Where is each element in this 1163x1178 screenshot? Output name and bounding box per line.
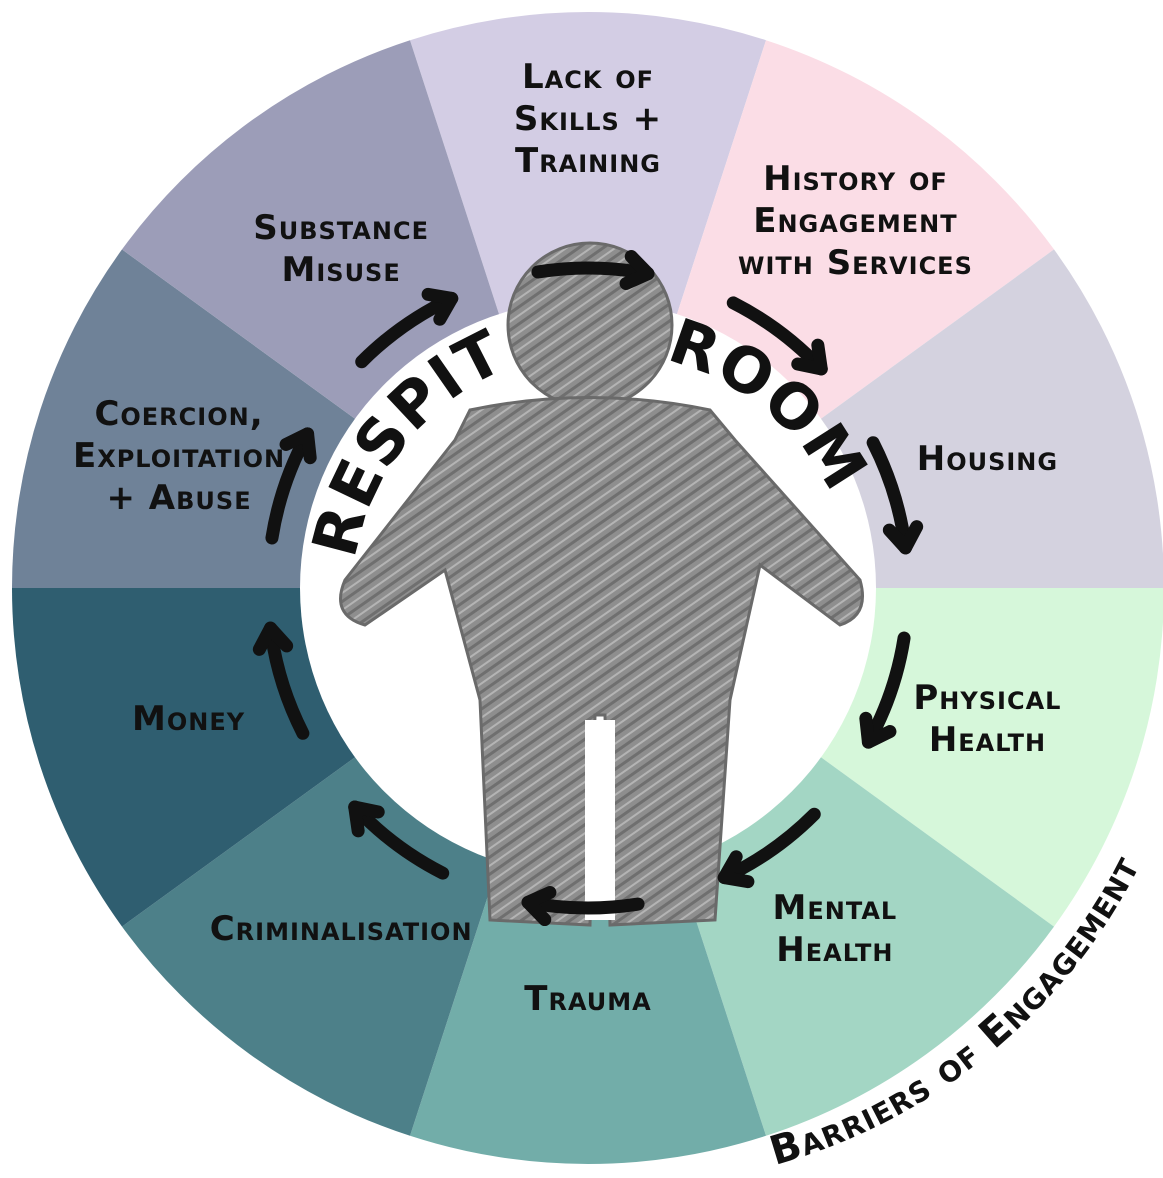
cycle-arrow-head	[791, 338, 828, 376]
cycle-arrow-head	[421, 287, 459, 326]
segment-label: Housing	[917, 439, 1058, 479]
cycle-arrow-head	[279, 427, 317, 465]
cycle-arrows	[252, 249, 924, 927]
cycle-arrow-head	[252, 621, 294, 656]
cycle-arrow-head	[619, 249, 655, 291]
cycle-arrow-head	[882, 520, 924, 555]
segment-label: Money	[132, 699, 245, 739]
segment-label: Criminalisation	[210, 909, 473, 949]
cycle-arrow	[521, 895, 645, 915]
cycle-arrow-head	[348, 800, 385, 838]
cycle-arrow-head	[717, 850, 755, 889]
segment-label: Trauma	[524, 979, 651, 1019]
segment-label: Coercion,Exploitation+ Abuse	[73, 394, 285, 518]
cycle-arrow-head	[859, 711, 897, 749]
cycle-arrow-head	[521, 885, 557, 927]
cycle-arrow	[531, 261, 655, 281]
